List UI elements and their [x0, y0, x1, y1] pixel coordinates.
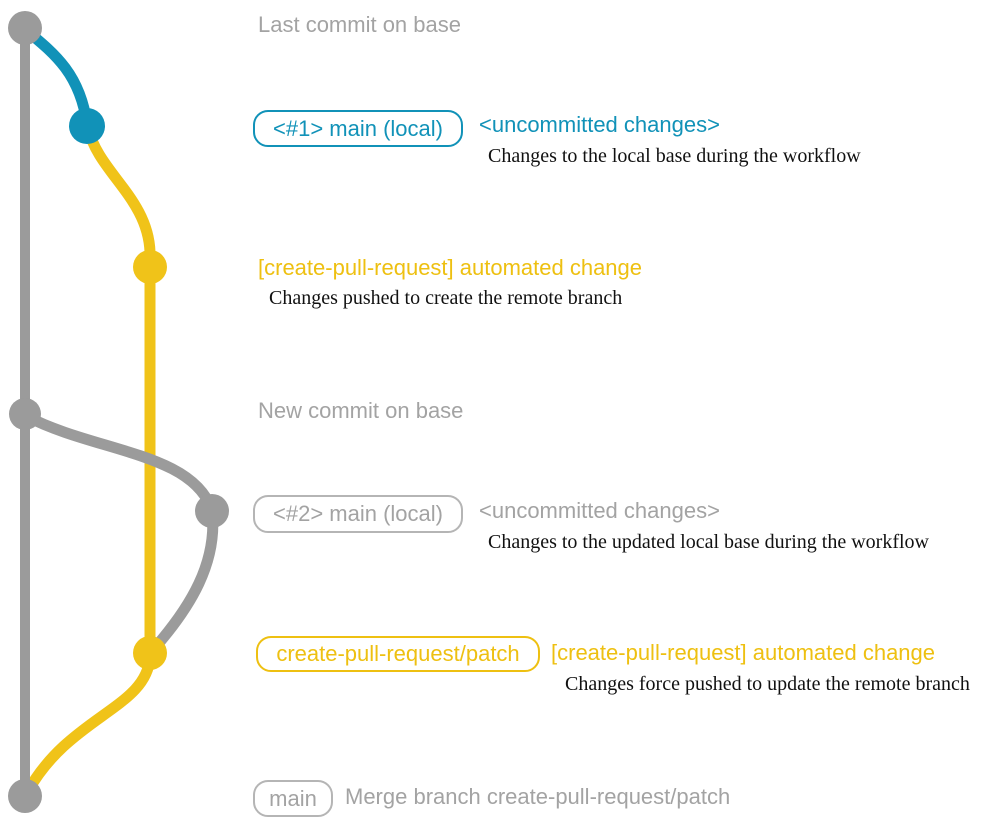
note-automated-change-1: [create-pull-request] automated change [258, 255, 643, 280]
badge-main: main [253, 780, 333, 817]
commit-dot-automated-change-2 [133, 636, 167, 670]
label-last-commit-on-base: Last commit on base [258, 12, 461, 37]
commit-dot-last-base [8, 11, 42, 45]
note-automated-change-2: [create-pull-request] automated change [551, 640, 936, 665]
badge-main-local-2: <#2> main (local) [253, 495, 463, 533]
branch-path-create-pull-request [22, 122, 156, 797]
badge-create-pull-request-patch: create-pull-request/patch [256, 636, 540, 672]
badge-main-local-1: <#1> main (local) [253, 110, 463, 147]
label-new-commit-on-base: New commit on base [258, 398, 464, 423]
commit-dot-main-local-1 [69, 108, 105, 144]
description-pushed-create-remote: Changes pushed to create the remote bran… [269, 287, 623, 309]
commit-dot-new-base [9, 398, 41, 430]
description-force-pushed-update-remote: Changes force pushed to update the remot… [565, 673, 970, 695]
commit-dot-merge [8, 779, 42, 813]
note-uncommitted-changes-1: <uncommitted changes> [479, 112, 720, 137]
description-updated-local-base: Changes to the updated local base during… [488, 531, 929, 553]
commit-dot-automated-change-1 [133, 250, 167, 284]
description-local-base-changes-1: Changes to the local base during the wor… [488, 145, 861, 167]
branch-path-main-local-1 [20, 24, 93, 130]
commit-dot-main-local-2 [195, 494, 229, 528]
label-merge-branch: Merge branch create-pull-request/patch [345, 784, 731, 809]
note-uncommitted-changes-2: <uncommitted changes> [479, 498, 720, 523]
branch-path-main-local-2 [20, 410, 219, 657]
